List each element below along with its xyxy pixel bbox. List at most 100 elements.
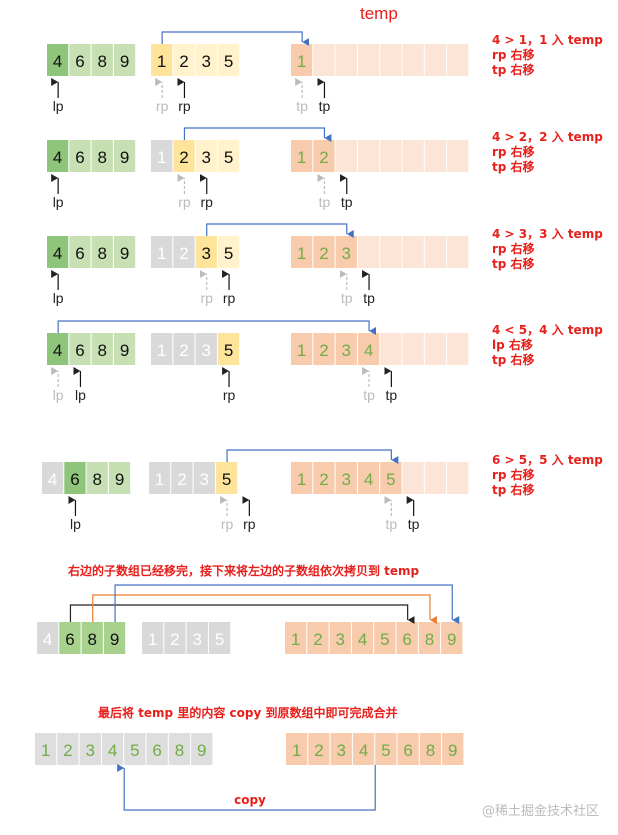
- left-subarray-cell: 4: [42, 462, 64, 494]
- cell-value: 3: [200, 470, 209, 489]
- cell-bg: [374, 622, 396, 654]
- temp-cell-empty: [447, 140, 469, 172]
- right-subarray-cell: 3: [193, 462, 215, 494]
- left-subarray-cell: 6: [69, 140, 91, 172]
- cell-bg: [335, 140, 357, 172]
- cell-value: 5: [224, 244, 233, 263]
- cell-bg: [291, 140, 313, 172]
- cell-bg: [313, 140, 335, 172]
- tp-pointer-label: tp: [319, 98, 331, 114]
- lp-pointer-label: lp: [53, 194, 64, 210]
- cell-bg: [441, 622, 463, 654]
- cell-value: 8: [98, 52, 107, 71]
- cell-value: 3: [342, 244, 351, 263]
- temp-cell-filled: 1: [291, 236, 313, 268]
- cell-value: 5: [380, 630, 389, 649]
- cell-bg: [57, 733, 79, 765]
- cell-bg: [291, 462, 313, 494]
- temp-cell-empty: [357, 236, 380, 268]
- cell-bg: [335, 236, 357, 268]
- cell-value: 6: [75, 341, 84, 360]
- temp-cell-filled: 5: [374, 622, 396, 654]
- left-subarray-cell: 6: [69, 333, 91, 365]
- move-arrow: [161, 31, 310, 46]
- left-subarray-cell: 6: [59, 622, 81, 654]
- rp-pointer-label: rp: [223, 290, 236, 306]
- temp-cell-filled: 3: [329, 622, 351, 654]
- cell-value: 4: [108, 741, 117, 760]
- cell-bg: [173, 236, 195, 268]
- right-subarray-cell: 5: [217, 44, 240, 76]
- temp-cell-empty: [402, 44, 424, 76]
- left-subarray-cell: 8: [91, 140, 113, 172]
- cell-value: 4: [53, 52, 62, 71]
- cell-bg: [47, 333, 69, 365]
- cell-value: 8: [175, 741, 184, 760]
- cell-bg: [103, 622, 126, 654]
- cell-bg: [124, 733, 146, 765]
- cell-value: 3: [342, 341, 351, 360]
- temp-cell-filled: 3: [330, 733, 352, 765]
- cell-value: 2: [319, 341, 328, 360]
- cell-bg: [35, 733, 57, 765]
- temp-cell-filled: 3: [335, 236, 357, 268]
- step-note-2: 4 > 2，2 入 temp rp 右移 tp 右移: [492, 130, 603, 175]
- cell-value: 8: [98, 148, 107, 167]
- cell-bg: [402, 44, 424, 76]
- move-arrow: [226, 449, 399, 464]
- tp-pointer-label: tp: [319, 194, 331, 210]
- cell-value: 5: [224, 148, 233, 167]
- cell-value: 5: [224, 52, 233, 71]
- cell-value: 4: [48, 470, 57, 489]
- cell-bg: [442, 733, 464, 765]
- cell-bg: [380, 236, 402, 268]
- original-array-cell: 8: [168, 733, 191, 765]
- cell-value: 9: [120, 148, 129, 167]
- temp-cell-empty: [357, 44, 380, 76]
- cell-value: 1: [155, 470, 164, 489]
- cell-bg: [335, 462, 357, 494]
- cell-value: 5: [381, 741, 390, 760]
- cell-bg: [396, 622, 418, 654]
- left-subarray-cell: 9: [113, 140, 136, 172]
- cell-bg: [402, 333, 424, 365]
- cell-bg: [335, 333, 357, 365]
- original-array-cell: 2: [57, 733, 79, 765]
- lp-pointer-label: lp: [70, 516, 81, 532]
- cell-value: 2: [313, 630, 322, 649]
- cell-value: 5: [130, 741, 139, 760]
- temp-cell-filled: 1: [291, 44, 313, 76]
- temp-cell-filled: 2: [313, 462, 335, 494]
- cell-bg: [217, 140, 240, 172]
- temp-cell-empty: [380, 44, 402, 76]
- cell-value: 6: [152, 741, 161, 760]
- cell-bg: [79, 733, 101, 765]
- cell-bg: [69, 333, 91, 365]
- right-subarray-cell: 5: [215, 462, 238, 494]
- right-subarray-cell: 1: [142, 622, 164, 654]
- cell-bg: [291, 333, 313, 365]
- cell-bg: [447, 44, 469, 76]
- cell-bg: [375, 733, 397, 765]
- cell-bg: [418, 622, 441, 654]
- cell-bg: [91, 44, 113, 76]
- step-note-1: 4 > 1，1 入 temp rp 右移 tp 右移: [492, 33, 603, 78]
- temp-cell-empty: [357, 140, 380, 172]
- left-subarray-cell: 6: [69, 44, 91, 76]
- cell-bg: [191, 733, 213, 765]
- temp-cell-filled: 5: [380, 462, 402, 494]
- cell-value: 3: [86, 741, 95, 760]
- cell-value: 3: [202, 244, 211, 263]
- cell-bg: [101, 733, 124, 765]
- right-subarray-cell: 2: [171, 462, 193, 494]
- cell-bg: [113, 44, 136, 76]
- cell-bg: [151, 333, 173, 365]
- cell-bg: [380, 44, 402, 76]
- original-array-cell: 6: [146, 733, 168, 765]
- right-subarray-cell: 5: [217, 236, 240, 268]
- note-line: 4 < 5，4 入 temp: [492, 323, 603, 337]
- temp-cell-filled: 9: [442, 733, 464, 765]
- cell-bg: [186, 622, 208, 654]
- cell-value: 1: [292, 741, 301, 760]
